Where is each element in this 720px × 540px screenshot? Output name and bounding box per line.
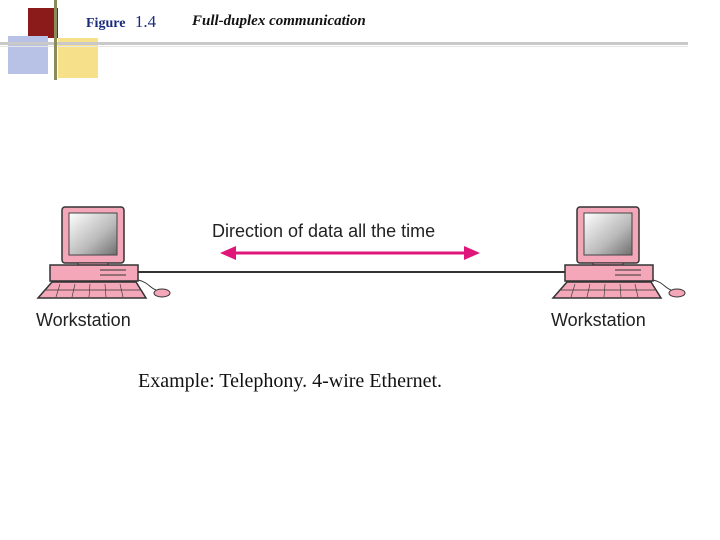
corner-vertical-line [54, 0, 57, 80]
figure-title: Full-duplex communication [192, 13, 366, 30]
figure-label: Figure [86, 16, 125, 32]
bidirectional-arrow [220, 246, 480, 260]
title-underline [0, 42, 688, 45]
full-duplex-diagram: Direction of data all the time Workstati… [0, 180, 720, 350]
left-workstation-label: Workstation [36, 310, 131, 331]
right-workstation-label: Workstation [551, 310, 646, 331]
figure-number: 1.4 [135, 12, 156, 32]
title-underline-light [0, 46, 688, 47]
right-workstation-icon [553, 207, 685, 298]
figure-header: Figure 1.4 Full-duplex communication [86, 12, 156, 32]
direction-label: Direction of data all the time [212, 221, 435, 242]
example-caption: Example: Telephony. 4-wire Ethernet. [138, 370, 442, 393]
left-workstation-icon [38, 207, 170, 298]
